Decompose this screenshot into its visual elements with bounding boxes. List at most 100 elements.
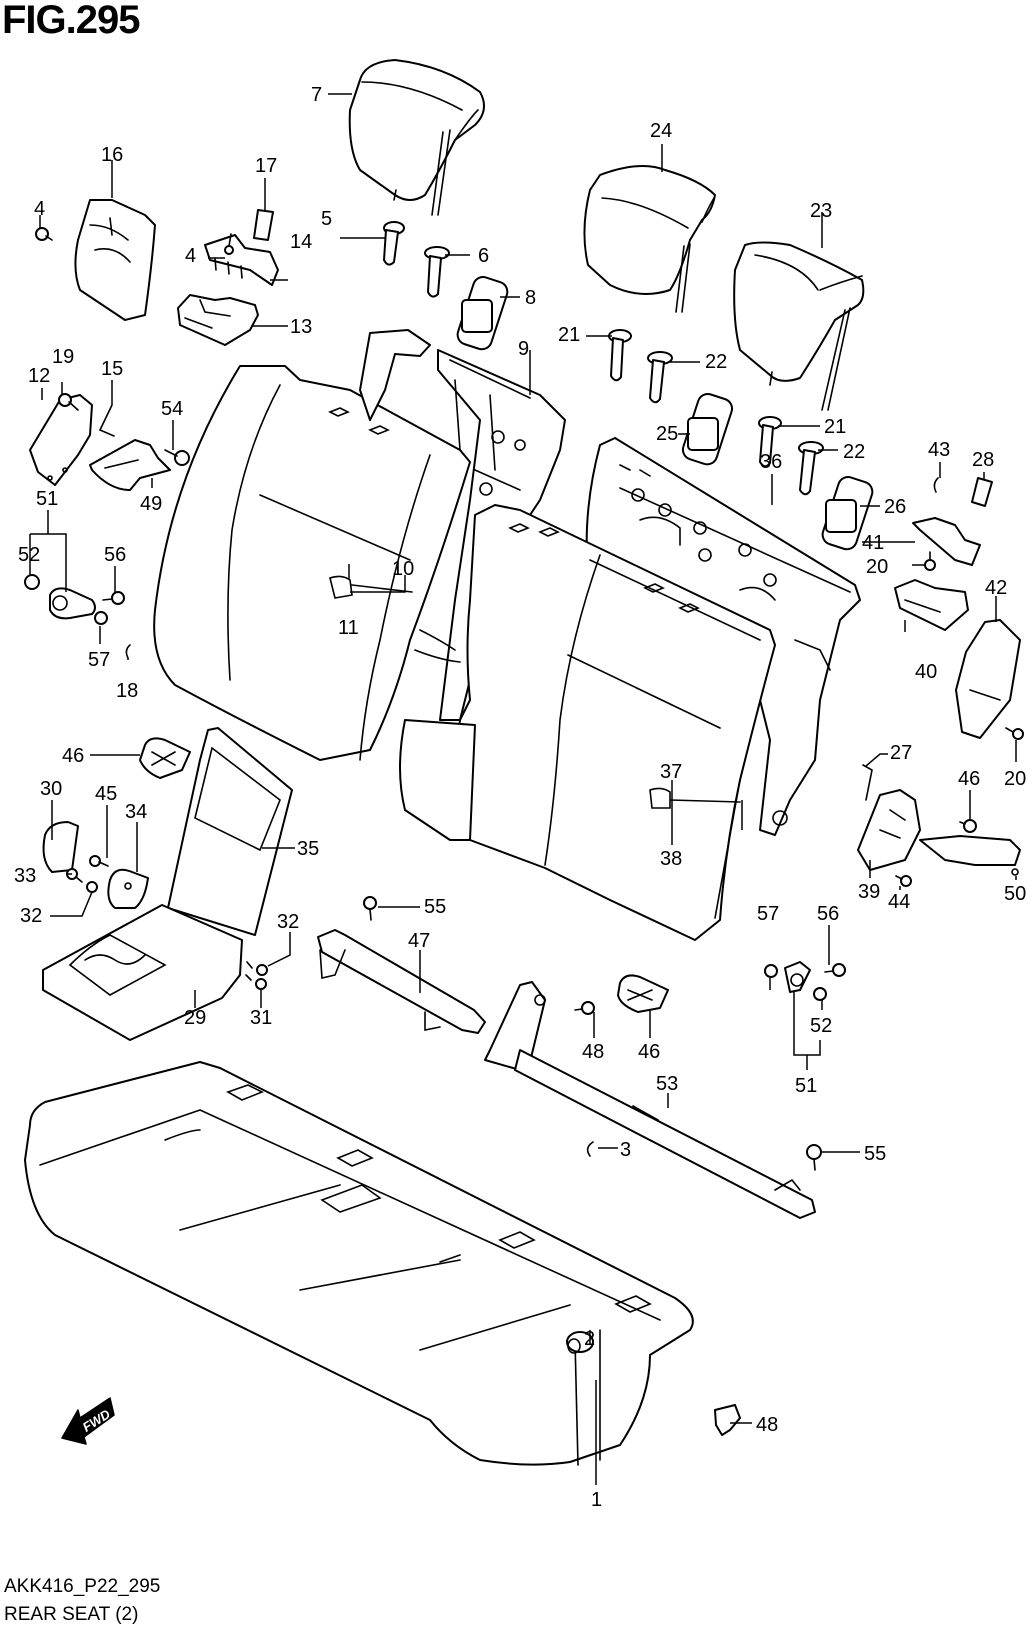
bolt-48a[interactable] xyxy=(574,1001,595,1015)
headrest-23[interactable] xyxy=(733,241,865,411)
headrest-guide-22b[interactable] xyxy=(798,441,824,496)
callout-29[interactable]: 29 xyxy=(184,1007,206,1029)
callout-16[interactable]: 16 xyxy=(101,144,123,166)
callout-46[interactable]: 46 xyxy=(638,1041,660,1063)
cover-30[interactable] xyxy=(42,821,79,873)
callout-15[interactable]: 15 xyxy=(101,358,123,380)
callout-44[interactable]: 44 xyxy=(888,891,910,913)
callout-19[interactable]: 19 xyxy=(52,346,74,368)
callout-49[interactable]: 49 xyxy=(140,493,162,515)
callout-21[interactable]: 21 xyxy=(558,324,580,346)
callout-54[interactable]: 54 xyxy=(161,398,183,420)
callout-9[interactable]: 9 xyxy=(518,338,529,360)
bolt-44[interactable] xyxy=(895,875,912,887)
bolt-55b[interactable] xyxy=(806,1144,822,1171)
clip-43[interactable] xyxy=(933,477,939,493)
callout-37[interactable]: 37 xyxy=(660,761,682,783)
bolt-54[interactable] xyxy=(164,449,190,466)
callout-4[interactable]: 4 xyxy=(34,198,45,220)
callout-22[interactable]: 22 xyxy=(843,441,865,463)
callout-33[interactable]: 33 xyxy=(14,865,36,887)
hinge-bracket-50[interactable] xyxy=(919,835,1021,876)
callout-45[interactable]: 45 xyxy=(95,783,117,805)
seat-cushion[interactable] xyxy=(24,1061,694,1466)
bracket-51b[interactable] xyxy=(784,961,811,993)
callout-2[interactable]: 2 xyxy=(584,1328,595,1350)
headrest-guide-5[interactable] xyxy=(383,221,405,266)
wire-27[interactable] xyxy=(862,764,873,801)
callout-42[interactable]: 42 xyxy=(985,577,1007,599)
bolt-4a[interactable] xyxy=(35,227,53,241)
callout-21[interactable]: 21 xyxy=(824,416,846,438)
recliner-39[interactable] xyxy=(857,789,921,871)
callout-18[interactable]: 18 xyxy=(116,680,138,702)
bushing-32b[interactable] xyxy=(256,964,268,976)
callout-55[interactable]: 55 xyxy=(864,1143,886,1165)
callout-30[interactable]: 30 xyxy=(40,778,62,800)
bolt-56b[interactable] xyxy=(824,963,846,977)
armrest-29[interactable] xyxy=(42,904,253,1041)
bolt-20a[interactable] xyxy=(924,551,936,571)
callout-57[interactable]: 57 xyxy=(757,903,779,925)
callout-52[interactable]: 52 xyxy=(810,1015,832,1037)
bushing-32a[interactable] xyxy=(86,881,98,893)
armrest-panel-35[interactable] xyxy=(167,727,293,936)
bracket-14[interactable] xyxy=(204,234,279,286)
hinge-12[interactable] xyxy=(29,394,93,486)
callout-25[interactable]: 25 xyxy=(656,423,678,445)
bushing-31[interactable] xyxy=(255,978,267,990)
trim-cover-16[interactable] xyxy=(74,199,156,321)
bolt-46c[interactable] xyxy=(959,819,977,833)
callout-17[interactable]: 17 xyxy=(255,155,277,177)
callout-20[interactable]: 20 xyxy=(1004,768,1026,790)
wire-15[interactable] xyxy=(98,404,115,437)
callout-6[interactable]: 6 xyxy=(478,245,489,267)
clip-28[interactable] xyxy=(971,477,993,507)
screw-4b[interactable] xyxy=(224,233,234,255)
hinge-bracket-49[interactable] xyxy=(89,439,171,491)
headrest-guide-21b[interactable] xyxy=(758,416,782,468)
bracket-41[interactable] xyxy=(912,517,981,566)
callout-36[interactable]: 36 xyxy=(760,451,782,473)
lock-knob-26[interactable] xyxy=(820,474,875,551)
bolt-55a[interactable] xyxy=(363,896,377,921)
nut-57b[interactable] xyxy=(764,964,778,978)
headrest-guide-6[interactable] xyxy=(424,246,450,298)
clip-18[interactable] xyxy=(125,644,131,659)
headrest-7[interactable] xyxy=(348,59,485,216)
callout-4[interactable]: 4 xyxy=(185,245,196,267)
callout-32[interactable]: 32 xyxy=(20,905,42,927)
callout-38[interactable]: 38 xyxy=(660,848,682,870)
callout-31[interactable]: 31 xyxy=(250,1007,272,1029)
callout-51[interactable]: 51 xyxy=(36,488,58,510)
callout-34[interactable]: 34 xyxy=(125,801,147,823)
callout-14[interactable]: 14 xyxy=(290,231,312,253)
bolt-33[interactable] xyxy=(66,868,83,883)
bolt-45[interactable] xyxy=(89,855,109,867)
callout-11[interactable]: 11 xyxy=(338,617,359,639)
callout-55[interactable]: 55 xyxy=(424,896,446,918)
callout-56[interactable]: 56 xyxy=(104,544,126,566)
callout-22[interactable]: 22 xyxy=(705,351,727,373)
callout-48[interactable]: 48 xyxy=(582,1041,604,1063)
trim-46b[interactable] xyxy=(617,974,669,1013)
callout-26[interactable]: 26 xyxy=(884,496,906,518)
left-seat-back[interactable] xyxy=(153,365,471,761)
callout-1[interactable]: 1 xyxy=(591,1489,602,1511)
plate-34[interactable] xyxy=(107,868,149,909)
right-seat-back[interactable] xyxy=(399,504,776,941)
callout-39[interactable]: 39 xyxy=(858,881,880,903)
bolt-20b[interactable] xyxy=(1005,727,1024,740)
cover-13[interactable] xyxy=(177,294,259,346)
callout-46[interactable]: 46 xyxy=(62,745,84,767)
bolt-19[interactable] xyxy=(58,393,79,411)
nut-52a[interactable] xyxy=(24,574,40,590)
clip-3[interactable] xyxy=(586,1141,594,1157)
callout-5[interactable]: 5 xyxy=(321,208,332,230)
nut-57a[interactable] xyxy=(94,611,108,625)
lock-knob-8[interactable] xyxy=(455,274,510,351)
trim-46a[interactable] xyxy=(139,737,191,779)
callout-8[interactable]: 8 xyxy=(525,287,536,309)
callout-35[interactable]: 35 xyxy=(297,838,319,860)
callout-23[interactable]: 23 xyxy=(810,200,832,222)
